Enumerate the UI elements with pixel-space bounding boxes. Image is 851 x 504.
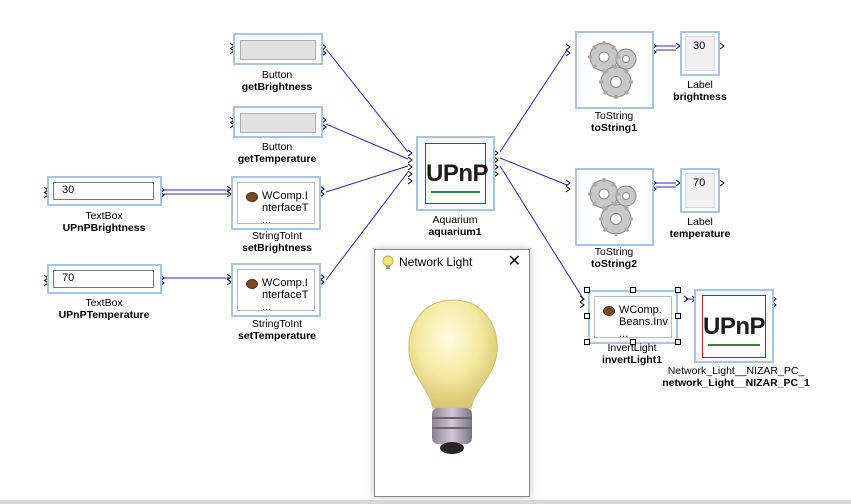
brightness-label: 30: [685, 36, 715, 71]
wire-aquarium-tostring2: [499, 157, 568, 186]
upnp-logo-bar: [431, 191, 480, 193]
selection-handle[interactable]: [584, 287, 590, 293]
networklight-component[interactable]: UPnP: [694, 289, 774, 363]
type-label: ToString: [594, 110, 634, 122]
instance-name: UPnPTemperature: [58, 309, 150, 321]
upnpbrightness-caption: TextBox UPnPBrightness: [63, 210, 146, 234]
temperature-label: 70: [685, 173, 715, 208]
wire-aquarium-tostring1: [499, 49, 568, 153]
type-label: TextBox: [85, 210, 123, 222]
gear-icon: [588, 41, 637, 99]
setbrightness-component[interactable]: WComp.I nterfaceT ...: [231, 176, 321, 230]
settemperature-component[interactable]: WComp.I nterfaceT ...: [231, 263, 321, 317]
type-label: ToString: [594, 246, 634, 258]
upnpbrightness-component[interactable]: 30: [47, 176, 162, 206]
type-label: Label: [687, 216, 713, 228]
tostring2-component[interactable]: [575, 168, 654, 246]
getbrightness-caption: Button getBrightness: [242, 69, 313, 93]
type-label: StringToInt: [251, 230, 303, 242]
upnp-logo: UPnP: [426, 159, 489, 187]
tostring1-caption: ToString toString1: [591, 110, 637, 134]
getbrightness-component[interactable]: [233, 33, 323, 65]
type-label: TextBox: [85, 297, 123, 309]
tostring1-body: [581, 37, 648, 103]
tostring2-caption: ToString toString2: [591, 246, 637, 270]
gettemperature-caption: Button getTemperature: [238, 141, 317, 165]
type-label: Aquarium: [432, 214, 478, 226]
instance-name: UPnPBrightness: [62, 222, 146, 234]
upnptemperature-component[interactable]: 70: [47, 264, 162, 294]
bean-text: WComp.I nterfaceT ...: [262, 277, 309, 311]
selection-handle[interactable]: [584, 313, 590, 319]
upnp-logo-bar: [708, 344, 760, 346]
coffee-bean-icon: [603, 306, 615, 316]
wire-settemperature-aquarium: [325, 171, 409, 281]
coffee-bean-icon: [246, 192, 258, 202]
gettemperature-button-face[interactable]: [240, 113, 316, 133]
wire-setbrightness-aquarium: [325, 165, 409, 193]
type-label: InvertLight: [607, 342, 657, 354]
brightness-label-component[interactable]: 30: [680, 31, 720, 76]
upnpbrightness-textbox[interactable]: 30: [53, 182, 154, 200]
brightness-label-caption: Label brightness: [673, 79, 727, 103]
setbrightness-body: WComp.I nterfaceT ...: [237, 182, 315, 224]
instance-name: invertLight1: [601, 354, 663, 366]
wire-getbrightness-aquarium: [325, 48, 409, 153]
instance-name: brightness: [673, 91, 727, 103]
lightbulb-image: [408, 299, 498, 454]
type-label: Button: [261, 141, 293, 153]
settemperature-body: WComp.I nterfaceT ...: [237, 269, 315, 311]
window-title: Network Light: [399, 255, 473, 269]
instance-name: network_Light__NIZAR_PC_1: [662, 377, 810, 389]
gear-icon: [588, 178, 637, 236]
instance-name: aquarium1: [428, 226, 482, 238]
tostring2-body: [581, 174, 648, 240]
bean-text: WComp.I nterfaceT ...: [262, 190, 309, 224]
instance-name: setBrightness: [241, 242, 313, 254]
instance-name: setTemperature: [237, 330, 317, 342]
type-label: Network_Light__NIZAR_PC_: [667, 365, 805, 377]
instance-name: getTemperature: [237, 153, 317, 165]
settemperature-caption: StringToInt setTemperature: [238, 318, 316, 342]
tostring1-component[interactable]: [575, 31, 654, 109]
selection-handle[interactable]: [630, 287, 636, 293]
networklight-caption: Network_Light__NIZAR_PC_ network_Light__…: [662, 365, 810, 389]
selection-handle[interactable]: [675, 339, 681, 345]
type-label: Button: [261, 69, 293, 81]
aquarium-component[interactable]: UPnP: [416, 136, 495, 211]
wire-gettemperature-aquarium: [325, 123, 409, 160]
invertlight-caption: InvertLight invertLight1: [602, 342, 662, 366]
type-label: Label: [687, 79, 713, 91]
getbrightness-button-face[interactable]: [240, 40, 316, 60]
setbrightness-caption: StringToInt setBrightness: [242, 230, 312, 254]
temperature-label-component[interactable]: 70: [680, 168, 720, 213]
selection-handle[interactable]: [675, 313, 681, 319]
upnp-logo: UPnP: [703, 312, 766, 340]
coffee-bean-icon: [246, 279, 258, 289]
invertlight-component[interactable]: WComp. Beans.Inv ...: [588, 290, 678, 344]
wire-aquarium-invertlight: [499, 165, 585, 301]
aquarium-upnp-box: UPnP: [425, 143, 489, 204]
close-icon[interactable]: ✕: [507, 253, 521, 270]
networklight-upnp-box: UPnP: [702, 295, 766, 358]
instance-name: toString2: [590, 258, 638, 270]
instance-name: toString1: [590, 122, 638, 134]
gettemperature-component[interactable]: [233, 106, 323, 138]
lightbulb-icon: [382, 255, 394, 269]
instance-name: getBrightness: [241, 81, 313, 93]
selection-handle[interactable]: [630, 339, 636, 345]
bean-text: WComp. Beans.Inv ...: [619, 304, 668, 338]
network-light-window[interactable]: Network Light ✕: [374, 249, 530, 497]
instance-name: temperature: [669, 228, 731, 240]
selection-handle[interactable]: [675, 287, 681, 293]
temperature-label-caption: Label temperature: [670, 216, 731, 240]
upnptemperature-textbox[interactable]: 70: [53, 270, 154, 288]
type-label: StringToInt: [251, 318, 303, 330]
horizontal-scrollbar[interactable]: [0, 500, 851, 504]
aquarium-caption: Aquarium aquarium1: [428, 214, 481, 238]
selection-handle[interactable]: [584, 339, 590, 345]
upnptemperature-caption: TextBox UPnPTemperature: [59, 297, 150, 321]
invertlight-body: WComp. Beans.Inv ...: [594, 296, 672, 338]
